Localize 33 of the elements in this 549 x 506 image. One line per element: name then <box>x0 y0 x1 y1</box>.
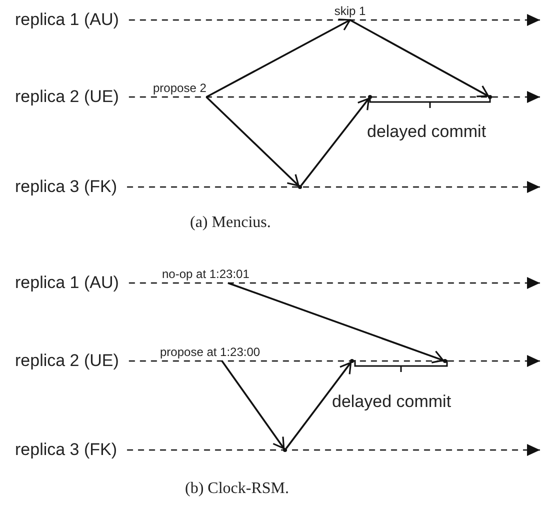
message-arrow <box>228 282 444 364</box>
replica-label: replica 3 (FK) <box>15 440 118 460</box>
timeline-arrow <box>128 277 540 289</box>
timeline-arrow <box>128 355 540 367</box>
message-arrow <box>206 18 351 98</box>
event-label: propose at 1:23:00 <box>160 346 260 361</box>
message-arrow <box>350 19 490 98</box>
event-point <box>283 448 287 452</box>
timeline-arrow <box>127 444 540 456</box>
replica-label: replica 2 (UE) <box>15 87 119 107</box>
interval-label: delayed commit <box>332 392 452 412</box>
event-label: no-op at 1:23:01 <box>162 268 250 283</box>
replica-label: replica 2 (UE) <box>15 351 119 371</box>
message-arrow <box>206 96 300 186</box>
event-point <box>488 95 492 99</box>
replica-label: replica 1 (AU) <box>15 10 119 30</box>
interval-label: delayed commit <box>367 122 486 142</box>
timeline-arrow <box>128 14 540 26</box>
event-label: propose 2 <box>153 82 206 97</box>
message-arrow <box>285 362 352 449</box>
replica-label: replica 3 (FK) <box>15 177 118 197</box>
caption: (b) Clock-RSM. <box>185 480 289 498</box>
message-arrow <box>300 98 370 186</box>
event-point <box>368 95 372 99</box>
event-label: skip 1 <box>334 5 366 20</box>
message-arrow <box>221 360 285 450</box>
timeline-arrow <box>128 91 540 103</box>
timeline-arrow <box>127 181 540 193</box>
replica-label: replica 1 (AU) <box>15 273 119 293</box>
event-point <box>350 359 354 363</box>
event-point <box>443 359 447 363</box>
caption: (a) Mencius. <box>190 214 271 232</box>
event-point <box>298 185 302 189</box>
